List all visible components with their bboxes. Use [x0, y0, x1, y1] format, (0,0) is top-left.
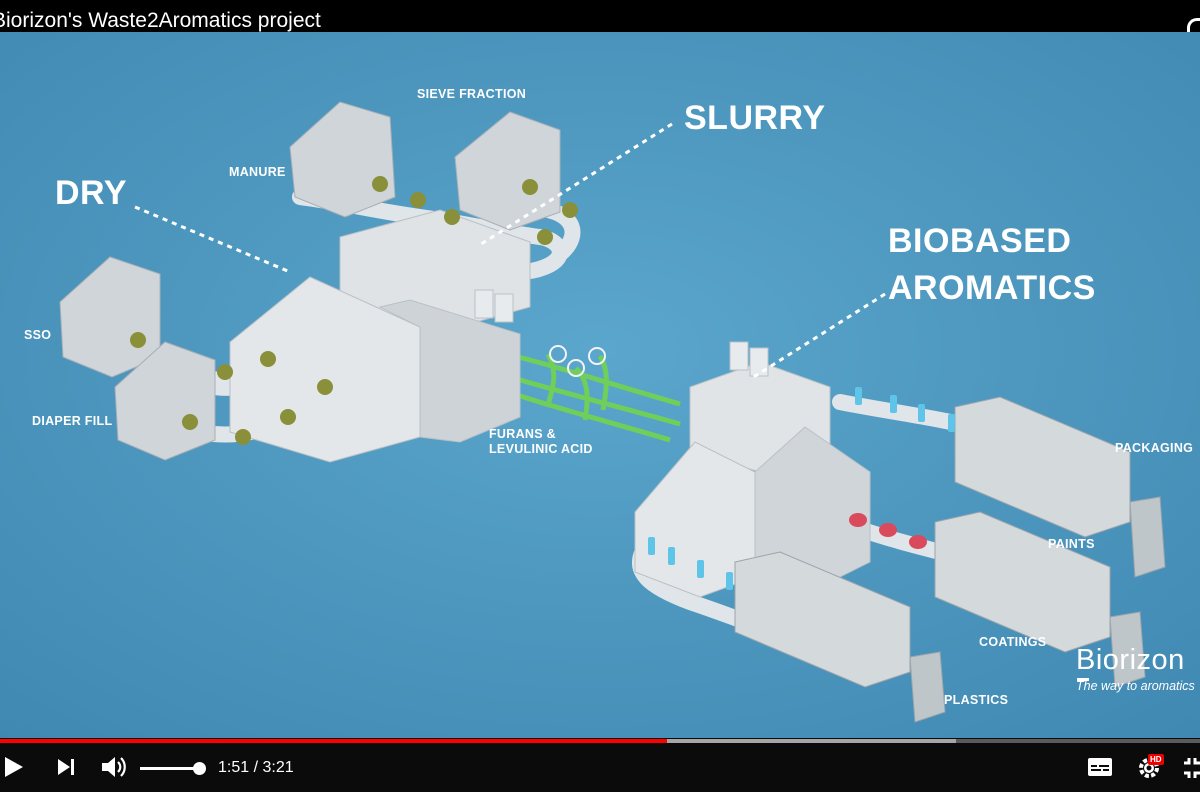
label-sso: SSO — [24, 328, 52, 342]
label-packaging: PACKAGING — [1115, 441, 1194, 455]
label-sieve-fraction: SIEVE FRACTION — [417, 87, 527, 101]
aromatics-plant — [634, 341, 871, 598]
trucks — [734, 396, 1166, 723]
dumpsters — [59, 101, 561, 461]
time-display: 1:51 / 3:21 — [218, 759, 294, 777]
label-biobased: BIOBASED — [888, 222, 1072, 260]
brand-underline — [1077, 678, 1089, 681]
progress-played — [0, 739, 668, 743]
pipes — [484, 352, 681, 443]
video-title[interactable]: Biorizon's Waste2Aromatics project — [0, 9, 321, 32]
exit-fullscreen-icon[interactable] — [1183, 757, 1200, 779]
biorizon-logo: Biorizon The way to aromatics — [1076, 644, 1195, 693]
volume-icon[interactable] — [100, 754, 128, 780]
next-icon[interactable] — [56, 757, 78, 777]
process-illustration — [0, 32, 1200, 738]
callout-lines — [134, 122, 886, 380]
progress-bar[interactable] — [0, 739, 1200, 743]
label-levulinic-acid: LEVULINIC ACID — [489, 442, 593, 456]
hd-badge: HD — [1148, 754, 1164, 765]
player-controls: 1:51 / 3:21 HD — [0, 738, 1200, 792]
brand-tagline: The way to aromatics — [1076, 679, 1195, 693]
bottles — [648, 387, 955, 590]
overlay-corner-icon[interactable] — [1187, 18, 1200, 35]
subtitles-icon[interactable] — [1087, 757, 1113, 777]
volume-slider-handle[interactable] — [193, 762, 206, 775]
pipe-valves — [549, 345, 606, 377]
label-plastics: PLASTICS — [944, 693, 1009, 707]
video-frame[interactable]: DRY SLURRY BIOBASED AROMATICS SIEVE FRAC… — [0, 32, 1200, 738]
label-aromatics: AROMATICS — [888, 269, 1096, 307]
dry-slurry-plant — [229, 209, 531, 463]
label-furans: FURANS & — [489, 427, 556, 441]
label-manure: MANURE — [229, 165, 286, 179]
brand-name: Biorizon — [1076, 644, 1185, 676]
label-dry: DRY — [55, 174, 128, 212]
label-diaper-fill: DIAPER FILL — [32, 414, 113, 428]
settings-icon[interactable] — [1137, 756, 1161, 780]
paint-cans — [849, 513, 927, 549]
play-icon[interactable] — [3, 755, 25, 779]
biomass-balls — [130, 176, 578, 445]
time-separator: / — [249, 759, 263, 776]
label-paints: PAINTS — [1048, 537, 1095, 551]
label-coatings: COATINGS — [979, 635, 1047, 649]
volume-slider-track[interactable] — [140, 767, 200, 770]
label-slurry: SLURRY — [684, 99, 826, 137]
time-current: 1:51 — [218, 759, 250, 776]
time-total: 3:21 — [262, 759, 294, 776]
